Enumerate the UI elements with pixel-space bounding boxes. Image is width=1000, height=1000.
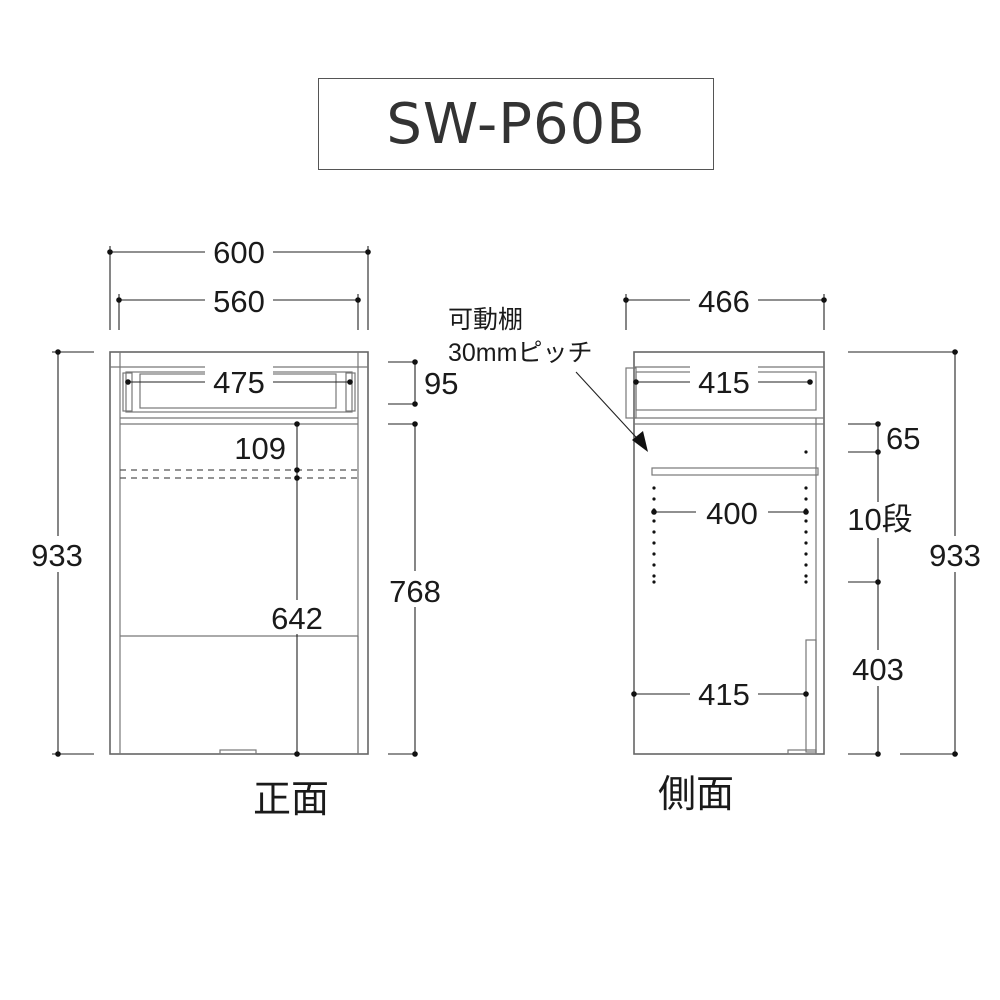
dim-933-side-label: 933 [929, 538, 981, 573]
dim-400-label: 400 [706, 496, 758, 531]
front-base-foot [219, 749, 257, 755]
dim-642-label: 642 [271, 601, 323, 636]
side-base-foot [787, 749, 817, 755]
dim-dot [347, 379, 353, 385]
dim-dot [803, 691, 809, 697]
front-view: 600 560 475 95 109 642 [24, 234, 458, 821]
model-title: SW-P60B [386, 91, 646, 157]
label-bg [922, 536, 988, 572]
dim-dot [952, 349, 958, 355]
dim-dot [803, 509, 809, 515]
dim-dot [875, 579, 881, 585]
dim-403-label: 403 [852, 652, 904, 687]
label-bg [24, 536, 90, 572]
side-view-label: 側面 [658, 774, 734, 816]
dim-dot [125, 379, 131, 385]
label-bg [384, 571, 446, 607]
shelf-note-line1: 可動棚 [448, 306, 523, 334]
dim-dot [631, 691, 637, 697]
dim-768-label: 768 [389, 574, 441, 609]
label-bg [205, 366, 273, 398]
dim-dot [294, 751, 300, 757]
dim-dot [633, 379, 639, 385]
label-bg [690, 366, 758, 398]
dim-dot [412, 359, 418, 365]
dim-dot [55, 349, 61, 355]
label-bg [696, 496, 768, 530]
dim-dot [875, 421, 881, 427]
dim-dot [875, 449, 881, 455]
dim-dot [294, 475, 300, 481]
dim-dot [412, 751, 418, 757]
side-cabinet-outline [633, 351, 825, 755]
side-movable-shelf [651, 467, 819, 476]
dim-dot [294, 421, 300, 427]
dim-dot [365, 249, 371, 255]
dim-dot [412, 401, 418, 407]
dim-dot [821, 297, 827, 303]
dim-dot [807, 379, 813, 385]
label-bg [266, 600, 328, 634]
dim-dot [623, 297, 629, 303]
dim-dot [651, 509, 657, 515]
dim-933-front-label: 933 [31, 538, 83, 573]
dim-dot [107, 249, 113, 255]
dim-dot [952, 751, 958, 757]
dim-560-label: 560 [213, 284, 265, 319]
dim-466-label: 466 [698, 284, 750, 319]
model-title-box: SW-P60B [318, 78, 714, 170]
label-bg [205, 283, 273, 317]
dim-steps-label: 10段 [847, 502, 912, 537]
label-bg [846, 650, 912, 686]
front-view-label: 正面 [253, 779, 329, 821]
label-bg [205, 234, 273, 268]
dim-dot [412, 421, 418, 427]
dim-dot [355, 297, 361, 303]
front-drawer-rail-right [345, 372, 356, 412]
dim-dot [294, 467, 300, 473]
dim-dot [875, 751, 881, 757]
side-view: 466 415 400 415 65 10段 403 [448, 283, 988, 816]
front-drawer-rail-left [122, 372, 133, 412]
dim-600-label: 600 [213, 235, 265, 270]
shelf-note-arrow [632, 431, 648, 452]
shelf-hole [804, 450, 808, 454]
dim-dot [116, 297, 122, 303]
label-bg [690, 677, 758, 711]
shelf-note-line2: 30mmピッチ [448, 339, 592, 367]
dim-95-label: 95 [424, 366, 458, 401]
label-bg [690, 283, 758, 317]
dim-109-label: 109 [234, 431, 286, 466]
dim-dot [55, 751, 61, 757]
dim-475-label: 475 [213, 365, 265, 400]
dim-65-label: 65 [886, 421, 920, 456]
shelf-pin-holes [652, 486, 808, 584]
dim-415-bottom-label: 415 [698, 677, 750, 712]
shelf-note-leader [575, 371, 647, 449]
label-bg [842, 502, 918, 538]
dim-415-top-label: 415 [698, 365, 750, 400]
